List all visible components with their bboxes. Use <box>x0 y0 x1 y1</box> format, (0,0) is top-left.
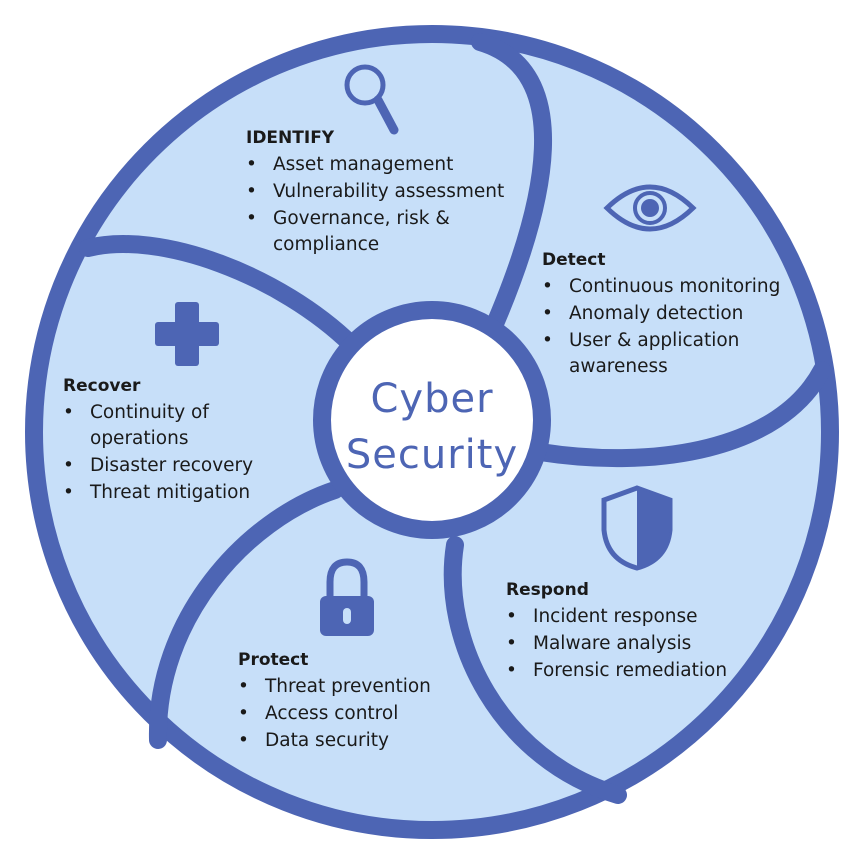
detect-item-2: Anomaly detection <box>569 303 743 324</box>
recover-bullet-2: • <box>63 455 74 476</box>
detect-bullet-1: • <box>542 276 553 297</box>
magnifier-icon <box>344 64 399 135</box>
recover-bullet-1: • <box>63 402 74 423</box>
respond-item-3: Forensic remediation <box>533 660 727 681</box>
respond-bullet-1: • <box>506 606 517 627</box>
identify-bullet-3: • <box>246 208 257 229</box>
identify-item-3-cont: compliance <box>273 234 379 255</box>
protect-bullet-1: • <box>238 676 249 697</box>
divider-identify-detect <box>471 33 552 349</box>
protect-item-3: Data security <box>265 730 389 751</box>
detect-item-1: Continuous monitoring <box>569 276 780 297</box>
recover-item-1-cont: operations <box>90 428 188 449</box>
identify-item-2: Vulnerability assessment <box>273 181 504 202</box>
identify-item-1: Asset management <box>273 154 453 175</box>
recover-item-3: Threat mitigation <box>89 482 250 503</box>
center-hub <box>313 301 551 539</box>
padlock-icon <box>320 558 374 636</box>
respond-item-2: Malware analysis <box>533 633 691 654</box>
detect-title: Detect <box>542 250 606 270</box>
shield-icon <box>601 485 673 571</box>
respond-bullet-3: • <box>506 660 517 681</box>
plus-cross-icon <box>155 302 219 366</box>
respond-item-1: Incident response <box>533 606 698 627</box>
recover-bullet-3: • <box>63 482 74 503</box>
recover-item-2: Disaster recovery <box>90 455 253 476</box>
protect-item-2: Access control <box>265 703 398 724</box>
detect-bullet-3: • <box>542 330 553 351</box>
respond-bullet-2: • <box>506 633 517 654</box>
identify-title: IDENTIFY <box>246 128 335 148</box>
divider-protect-recover <box>148 481 344 749</box>
divider-respond-protect <box>443 536 627 804</box>
detect-bullet-2: • <box>542 303 553 324</box>
divider-detect-respond <box>531 361 831 468</box>
protect-bullet-3: • <box>238 730 249 751</box>
identify-bullet-2: • <box>246 181 257 202</box>
detect-item-3-cont: awareness <box>569 356 668 377</box>
identify-item-3: Governance, risk & <box>273 208 450 229</box>
recover-item-1: Continuity of <box>90 402 209 423</box>
protect-item-1: Threat prevention <box>264 676 431 697</box>
center-title-line2: Security <box>346 432 518 478</box>
swirl-dividers <box>79 33 831 804</box>
divider-recover-identify <box>79 235 361 354</box>
recover-title: Recover <box>63 376 141 396</box>
respond-title: Respond <box>506 580 589 600</box>
protect-bullet-2: • <box>238 703 249 724</box>
protect-title: Protect <box>238 650 308 670</box>
detect-item-3: User & application <box>569 330 739 351</box>
center-title-line1: Cyber <box>370 376 493 422</box>
eye-icon <box>603 184 697 232</box>
identify-bullet-1: • <box>246 154 257 175</box>
